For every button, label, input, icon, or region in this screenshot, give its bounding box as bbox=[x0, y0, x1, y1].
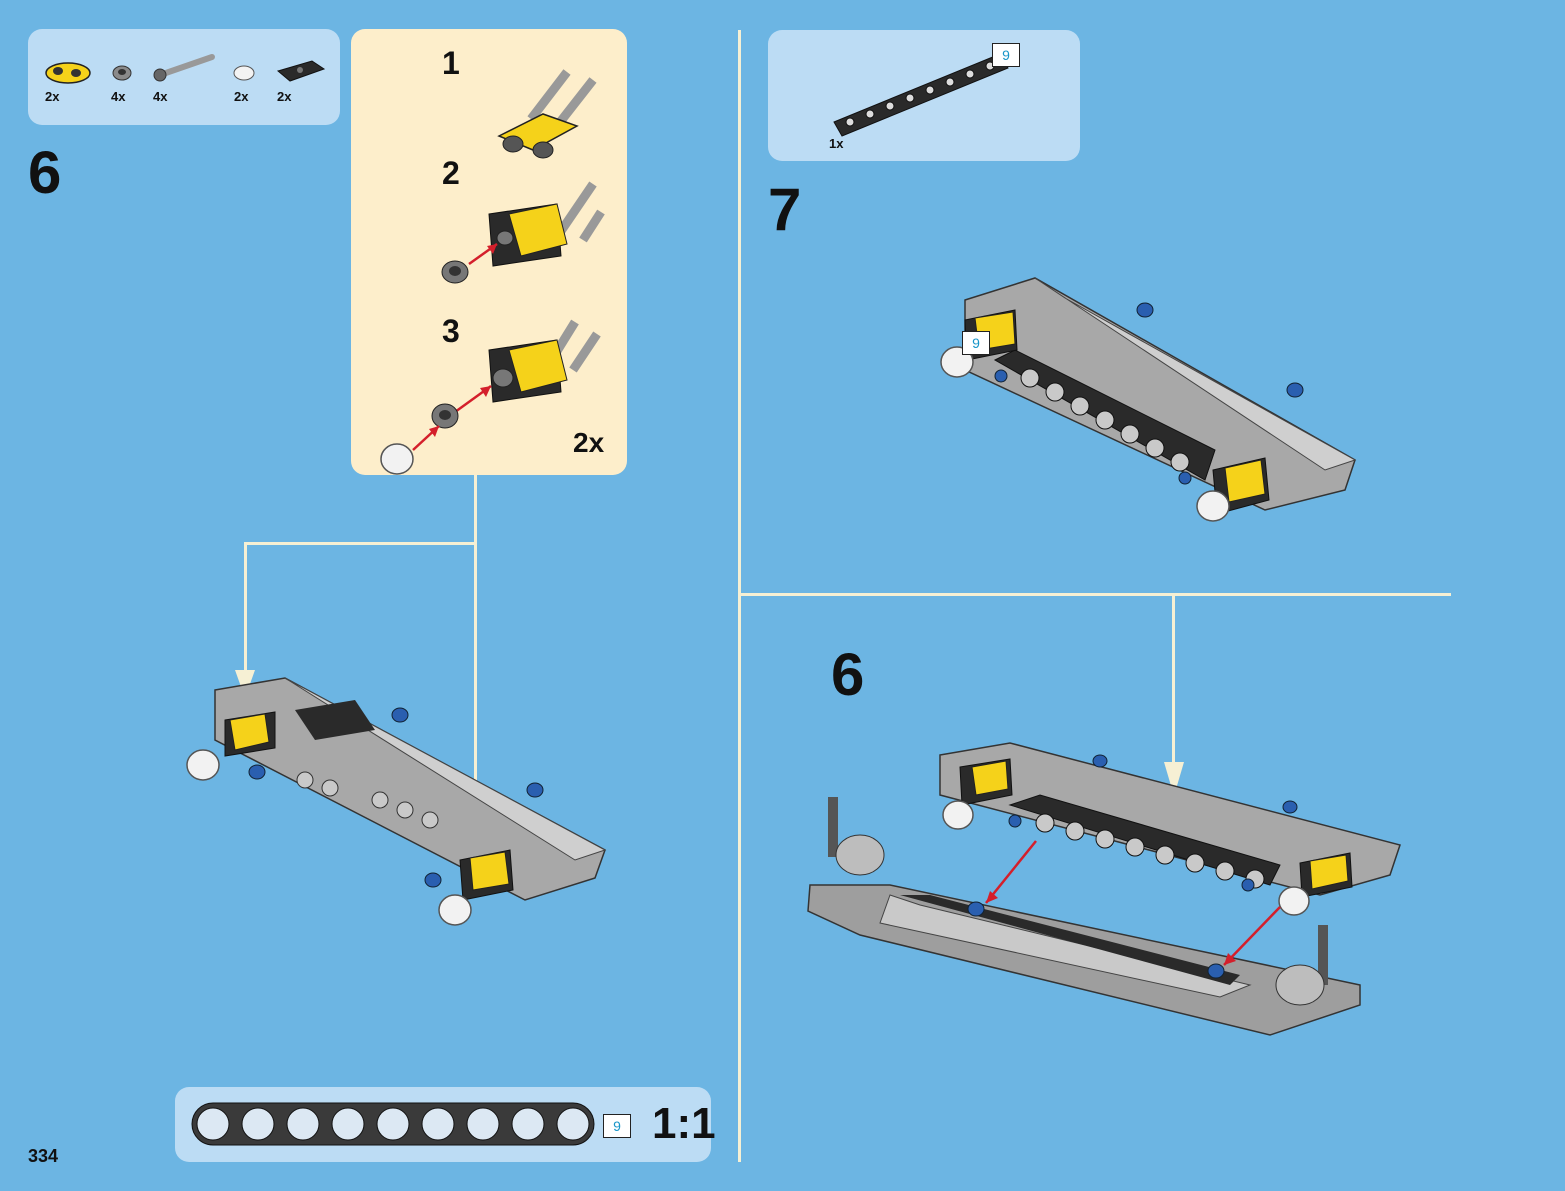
page-number: 334 bbox=[28, 1146, 58, 1167]
frame-assembly-illustration bbox=[175, 670, 615, 930]
page-divider-vertical bbox=[738, 30, 741, 1162]
length-badge: 9 bbox=[992, 43, 1020, 67]
ruler-hole bbox=[422, 1108, 454, 1140]
ruler-hole bbox=[557, 1108, 589, 1140]
parts-list-step6: 2x 4x 4x 2x 2x bbox=[28, 29, 340, 125]
ruler-hole bbox=[512, 1108, 544, 1140]
length-badge: 9 bbox=[962, 331, 990, 355]
part-qty: 4x bbox=[153, 89, 167, 104]
ruler-hole bbox=[332, 1108, 364, 1140]
step-number-right-top: 7 bbox=[768, 180, 801, 240]
length-badge: 9 bbox=[603, 1114, 631, 1138]
part-qty: 4x bbox=[111, 89, 125, 104]
yellow-connector-icon bbox=[42, 47, 102, 87]
step-number-right-bottom: 6 bbox=[831, 645, 864, 705]
connector-line bbox=[244, 542, 477, 545]
parts-list-step7: 9 1x bbox=[768, 30, 1080, 161]
connector-bush-cap-illustration bbox=[379, 314, 609, 474]
scale-ruler-box: 9 1:1 bbox=[175, 1087, 711, 1162]
subassembly-callout: 1 2 3 2x bbox=[351, 29, 627, 475]
part-qty: 2x bbox=[234, 89, 248, 104]
ruler-hole bbox=[197, 1108, 229, 1140]
black-plate-icon bbox=[274, 57, 334, 87]
connector-line bbox=[244, 542, 247, 677]
frame-on-base-illustration bbox=[800, 735, 1410, 1065]
scale-label: 1:1 bbox=[652, 1099, 716, 1149]
substep-number: 1 bbox=[442, 47, 460, 79]
yellow-connector-axles-illustration bbox=[491, 64, 621, 164]
ruler-hole bbox=[287, 1108, 319, 1140]
axle-pin-icon bbox=[150, 47, 220, 87]
page-divider-horizontal bbox=[740, 593, 1451, 596]
ruler-hole bbox=[377, 1108, 409, 1140]
part-qty: 2x bbox=[45, 89, 59, 104]
part-qty: 1x bbox=[829, 136, 843, 151]
connector-with-plate-illustration bbox=[439, 174, 619, 304]
part-qty: 2x bbox=[277, 89, 291, 104]
ruler-hole bbox=[467, 1108, 499, 1140]
step-number-left: 6 bbox=[28, 143, 61, 203]
ruler-hole bbox=[242, 1108, 274, 1140]
frame-with-liftarm-illustration bbox=[935, 270, 1365, 530]
ruler-holes bbox=[190, 1101, 600, 1151]
